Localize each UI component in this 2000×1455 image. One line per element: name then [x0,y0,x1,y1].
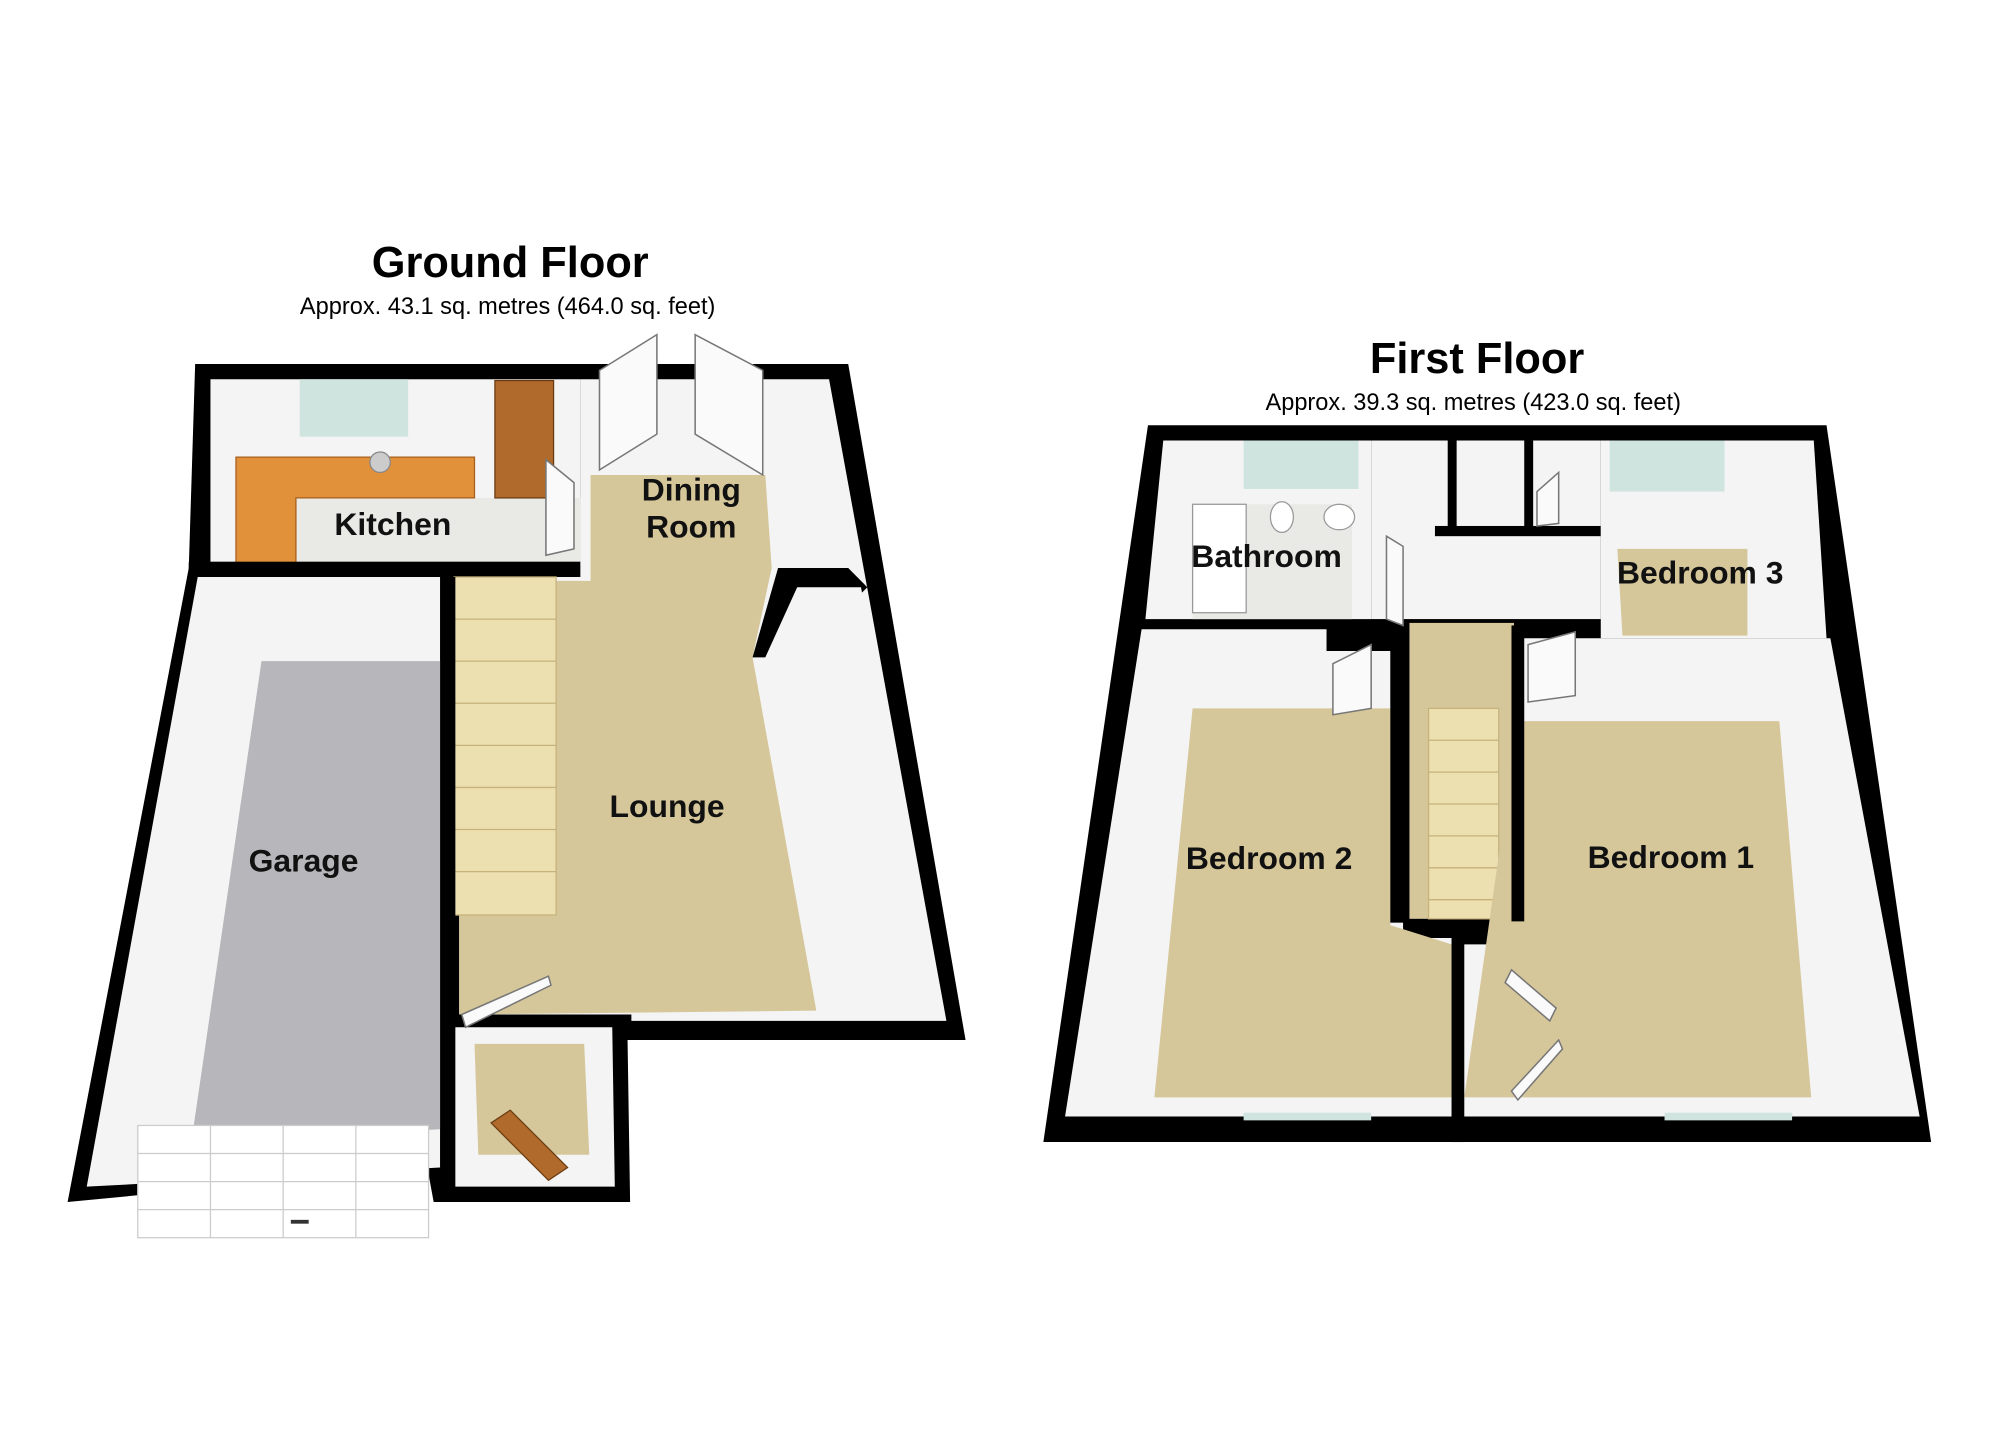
garage-lounge-wall [440,576,456,1202]
front-door[interactable] [490,1109,569,1182]
ground-floor-staircase [453,576,557,916]
bathroom-window [1243,440,1359,489]
room-label-bedroom-3: Bedroom 3 [1617,554,1784,590]
ground-floor-title: Ground Floor [372,239,649,287]
wardrobe-door-lower[interactable] [1510,1038,1564,1102]
landing-wall-left [1390,629,1406,923]
room-label-dining-line1: Dining [642,471,741,507]
cupboard-door[interactable] [1536,470,1560,527]
room-label-bedroom-1: Bedroom 1 [1588,839,1755,875]
bedroom-1-door[interactable] [1527,630,1577,703]
kitchen-window [299,379,409,437]
cupboard-divider [1524,440,1534,530]
hall-wall [440,1014,632,1028]
patio-door-right[interactable] [694,333,764,477]
bath-icon [1191,503,1247,614]
first-floor-area: Approx. 39.3 sq. metres (423.0 sq. feet) [1265,389,1680,415]
ground-floor-plan [67,333,966,1239]
bedroom-3-window [1609,440,1725,492]
hall-door[interactable] [460,975,552,1029]
bathroom-door[interactable] [1385,534,1404,627]
cupboard-front-wall [1434,525,1601,537]
kitchen-door[interactable] [545,458,575,557]
first-floor-staircase [1427,707,1500,920]
room-label-dining-line2: Room [646,508,736,544]
bedroom-divider-wall [1451,937,1465,1143]
kitchen-garage-wall [188,561,597,577]
basin-icon [1323,503,1356,531]
room-label-lounge: Lounge [610,788,725,824]
first-floor-title: First Floor [1370,335,1585,383]
kitchen-floor [295,497,581,569]
room-label-garage: Garage [249,843,359,879]
toilet-icon [1269,501,1295,533]
bedroom-2-floor [1154,708,1452,1098]
ground-floor-area: Approx. 43.1 sq. metres (464.0 sq. feet) [300,293,715,319]
garage-floor [191,661,441,1143]
wardrobe-door-upper[interactable] [1504,968,1558,1023]
lounge-right-wall-face [765,587,944,1011]
garage-door[interactable] [137,1124,430,1239]
bedroom-2-door[interactable] [1332,643,1372,716]
room-label-bedroom-2: Bedroom 2 [1186,840,1352,876]
room-label-kitchen: Kitchen [334,506,451,542]
bedroom-3-floor [1617,548,1748,636]
patio-door-left[interactable] [598,333,658,472]
sink-icon [369,451,391,474]
landing-wall-right [1511,625,1525,922]
first-floor-plan [1043,425,1932,1143]
bedroom-2-window [1243,1112,1372,1121]
room-label-bathroom: Bathroom [1191,538,1342,574]
cupboard-divider [1447,440,1457,530]
kitchen-back-door[interactable] [494,379,555,499]
bedroom-1-window [1664,1112,1793,1121]
